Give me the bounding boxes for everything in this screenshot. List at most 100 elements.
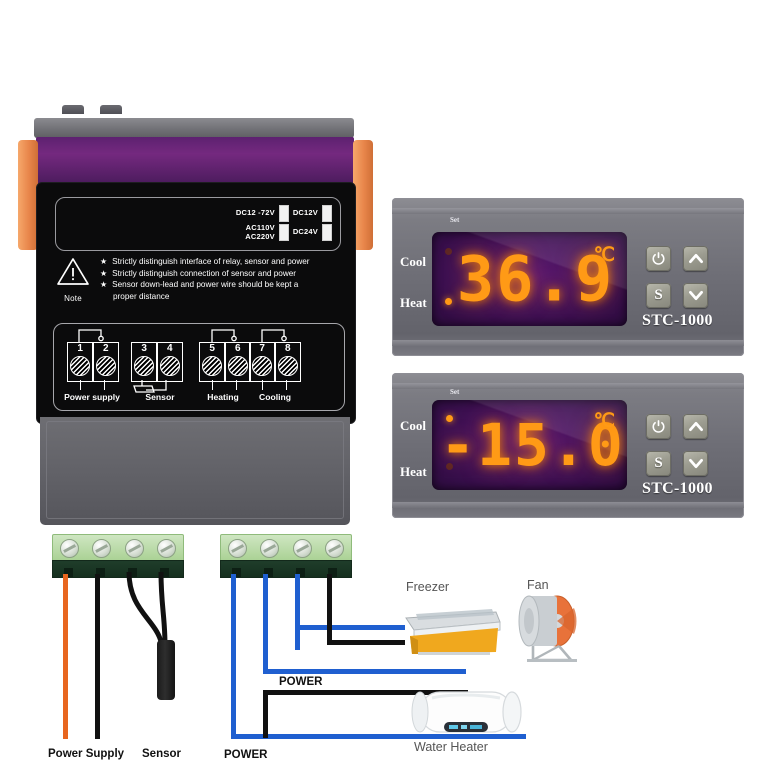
voltage-row-ac: AC110V AC220V DC24V: [245, 223, 332, 241]
voltage-checkbox-dc12v[interactable]: [322, 205, 332, 222]
sensor-wires: [126, 572, 168, 647]
note-block: Note ★ Strictly distinguish interface of…: [53, 255, 345, 303]
terminal-number: 2: [102, 343, 109, 354]
voltage-row-dc: DC12 -72V DC12V: [236, 205, 332, 222]
terminal-group-label-cooling: Cooling: [259, 392, 291, 402]
voltage-checkbox-dc24v[interactable]: [322, 224, 332, 241]
housing-nub-left: [62, 105, 84, 114]
set-label: Set: [450, 388, 460, 396]
celsius-symbol: ℃: [593, 411, 615, 432]
screw-icon: [227, 356, 248, 376]
bezel-ridge-bottom: [392, 502, 744, 508]
terminal-2[interactable]: 2: [92, 342, 120, 382]
terminal-foot: [232, 568, 241, 577]
screw-terminal[interactable]: [118, 535, 151, 561]
star-bullet-icon: ★: [100, 257, 108, 266]
temperature-reading: -15.0: [440, 411, 625, 479]
terminal-6[interactable]: 6: [224, 342, 252, 382]
screw-terminal[interactable]: [286, 535, 319, 561]
screw-icon: [124, 538, 144, 558]
bezel-ridge-top: [392, 383, 744, 389]
terminal-group-label-sensor: Sensor: [145, 392, 175, 402]
heat-indicator-led: [446, 463, 453, 470]
screw-terminal[interactable]: [221, 535, 254, 561]
note-line: ★ Strictly distinguish interface of rela…: [100, 256, 345, 268]
wire-load-blue-main: [231, 574, 236, 739]
terminal-foot: [96, 568, 105, 577]
set-button-label: S: [654, 287, 663, 303]
wire-load-black-lower: [263, 690, 268, 738]
housing-nub-right: [100, 105, 122, 114]
warning-triangle-icon: [57, 258, 89, 285]
note-line-text: Strictly distinguish interface of relay,…: [112, 257, 310, 266]
up-button[interactable]: [683, 246, 708, 271]
screw-icon: [157, 538, 177, 558]
terminal-4[interactable]: 4: [156, 342, 184, 382]
down-button[interactable]: [683, 451, 708, 476]
voltage-label-dc12v: DC12V: [292, 208, 318, 218]
screw-terminal[interactable]: [319, 535, 352, 561]
power-icon: [652, 252, 665, 265]
screw-terminal[interactable]: [53, 535, 86, 561]
celsius-symbol: ℃: [593, 245, 615, 266]
down-button[interactable]: [683, 283, 708, 308]
terminal-number: 5: [209, 343, 215, 354]
terminal-8[interactable]: 8: [274, 342, 302, 382]
appliance-label-water-heater: Water Heater: [414, 740, 488, 754]
wire-label-power-supply: Power Supply: [48, 748, 125, 760]
terminal-lead: [236, 380, 238, 390]
temperature-reading: 36.9: [456, 242, 615, 316]
chevron-up-icon: [688, 421, 703, 432]
cool-label: Cool: [400, 254, 426, 269]
power-button[interactable]: [646, 246, 671, 271]
screw-terminal[interactable]: [151, 535, 184, 561]
terminal-lead: [104, 380, 106, 390]
bezel-ridge-bottom: [392, 340, 744, 346]
screw-terminal[interactable]: [86, 535, 119, 561]
screw-terminal[interactable]: [254, 535, 287, 561]
up-button[interactable]: [683, 414, 708, 439]
note-line-list: ★ Strictly distinguish interface of rela…: [100, 255, 345, 303]
wire-load-blue-branch: [263, 574, 268, 674]
wire-load-black-upper: [327, 574, 332, 640]
terminal-diagram-panel: 1 2 3 4 5 6 7 8: [53, 323, 345, 411]
controller-label-panel: DC12 -72V DC12V AC110V AC220V DC24V N: [36, 182, 356, 424]
terminal-block-output: [220, 534, 352, 578]
voltage-checkbox-dc12-72v[interactable]: [278, 205, 289, 222]
stc1000-unit-top: Set Cool Heat 36.9 ℃ S STC-1000: [392, 198, 744, 356]
chevron-up-icon: [688, 253, 703, 264]
note-line-text: Strictly distinguish connection of senso…: [112, 268, 297, 278]
terminal-group-label-heating: Heating: [207, 392, 239, 402]
set-button[interactable]: S: [646, 283, 671, 308]
terminal-group-sensor: 3 4: [130, 342, 184, 382]
heat-label: Heat: [400, 464, 427, 479]
terminal-number: 6: [234, 343, 241, 354]
terminal-lead: [80, 380, 82, 390]
heat-indicator-led: [445, 298, 452, 305]
wire-power-live: [63, 574, 68, 739]
sensor-probe: [157, 640, 175, 700]
cool-label: Cool: [400, 418, 426, 433]
fan-illustration: [518, 595, 577, 662]
note-line: ★ Sensor down-lead and power wire should…: [100, 279, 345, 291]
appliance-label-freezer: Freezer: [406, 580, 450, 594]
terminal-group-cooling: 7 8: [248, 342, 302, 382]
freezer-illustration: [405, 609, 501, 655]
note-line: ★ Strictly distinguish connection of sen…: [100, 268, 345, 280]
power-button[interactable]: [646, 414, 671, 439]
cool-indicator-led: [445, 248, 452, 255]
wire-label-power-upper: POWER: [279, 676, 323, 688]
note-title: Note: [64, 294, 82, 303]
temperature-controller-module: DC12 -72V DC12V AC110V AC220V DC24V N: [18, 105, 373, 527]
wire-label-power-lower: POWER: [224, 749, 268, 761]
model-name: STC-1000: [642, 312, 713, 329]
glass-reflection: [432, 400, 627, 486]
controller-top-cap: [34, 118, 354, 138]
terminal-lead: [212, 380, 214, 390]
voltage-checkbox-ac110-220v[interactable]: [278, 224, 289, 241]
set-button[interactable]: S: [646, 451, 671, 476]
terminal-number: 7: [259, 343, 265, 354]
chevron-down-icon: [688, 458, 703, 469]
star-bullet-icon: ★: [100, 268, 108, 278]
